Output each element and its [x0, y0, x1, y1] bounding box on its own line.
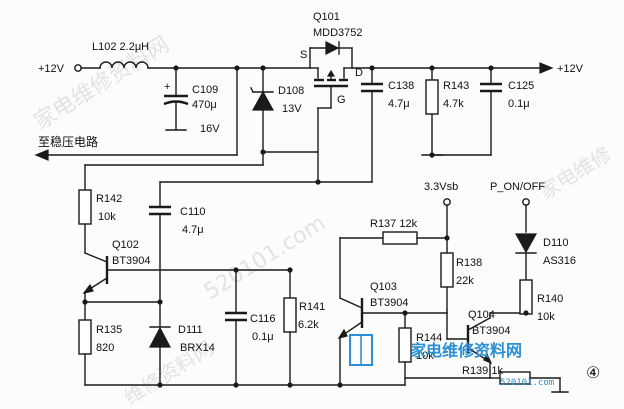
zener-diode-d108: D108 13V — [250, 67, 304, 153]
regulator-arrow-icon — [34, 149, 49, 161]
svg-text:G: G — [337, 94, 346, 106]
l102-label: L102 2.2μH — [92, 41, 149, 53]
svg-text:6.2k: 6.2k — [298, 319, 319, 331]
resistor-r142: R142 10k — [78, 164, 122, 254]
net-vout-label: +12V — [557, 63, 584, 75]
regulator-label: 至稳压电路 — [38, 134, 98, 149]
resistor-r139: R139 1k — [462, 365, 561, 385]
svg-text:C138: C138 — [388, 80, 414, 92]
svg-text:Q102: Q102 — [112, 239, 139, 251]
svg-text:R137 12k: R137 12k — [370, 218, 418, 230]
resistor-r135: R135 820 — [78, 319, 122, 386]
site-logo: 家电维修资料网 520101.com — [349, 334, 554, 388]
svg-text:22k: 22k — [456, 275, 474, 287]
svg-text:C109: C109 — [192, 84, 218, 96]
svg-text:10k: 10k — [98, 211, 116, 223]
svg-text:10k: 10k — [416, 350, 434, 362]
svg-text:3.3Vsb: 3.3Vsb — [424, 181, 458, 193]
resistor-r141: R141 6.2k — [283, 269, 325, 386]
c109-polarity: + — [164, 81, 170, 93]
svg-text:R140: R140 — [537, 293, 563, 305]
svg-text:D: D — [355, 67, 363, 79]
resistor-r137: R137 12k — [339, 218, 448, 245]
vsb-terminal: 3.3Vsb — [424, 181, 458, 239]
svg-text:D110: D110 — [543, 237, 568, 249]
svg-text:16V: 16V — [200, 123, 220, 135]
resistor-r143: R143 4.7k — [425, 67, 469, 156]
watermark-text: 家电维修 — [535, 141, 616, 204]
svg-text:R141: R141 — [299, 301, 325, 313]
transistor-q104: Q104 BT3904 — [446, 309, 511, 365]
svg-text:AS316: AS316 — [543, 255, 576, 267]
svg-text:P_ON/OFF: P_ON/OFF — [490, 181, 545, 193]
diode-d110: D110 AS316 — [514, 233, 576, 281]
svg-text:R139 1k: R139 1k — [462, 365, 503, 377]
figure-number: ④ — [586, 363, 600, 382]
capacitor-c109: + C109 470μ 16V — [163, 67, 220, 135]
pon-terminal: P_ON/OFF — [490, 181, 545, 233]
resistor-r140: R140 10k — [519, 279, 563, 323]
svg-text:D111: D111 — [178, 324, 203, 336]
diode-d111: D111 BRX14 — [149, 301, 215, 386]
transistor-q103: Q103 BT3904 — [337, 281, 409, 386]
svg-text:MDD3752: MDD3752 — [313, 27, 363, 39]
capacitor-c138: C138 4.7μ — [361, 67, 414, 183]
resistor-r138: R138 22k — [440, 237, 482, 311]
resistor-r144: R144 10k — [398, 312, 442, 386]
capacitor-c116: C116 0.1μ — [225, 269, 275, 386]
top-rail: +12V +12V L102 2.2μH — [38, 41, 584, 75]
svg-text:C110: C110 — [180, 206, 205, 218]
svg-text:Q101: Q101 — [313, 11, 340, 23]
svg-text:820: 820 — [96, 342, 114, 354]
svg-text:R143: R143 — [443, 80, 469, 92]
capacitor-c110: C110 4.7μ — [149, 181, 205, 303]
svg-text:13V: 13V — [282, 103, 302, 115]
svg-text:S: S — [300, 49, 307, 61]
watermark-url: 520101.com — [200, 211, 330, 305]
svg-text:10k: 10k — [537, 311, 555, 323]
svg-text:D108: D108 — [278, 85, 304, 97]
svg-text:C125: C125 — [508, 80, 534, 92]
svg-text:0.1μ: 0.1μ — [508, 98, 530, 110]
svg-text:470μ: 470μ — [192, 99, 217, 111]
svg-text:BT3904: BT3904 — [112, 255, 151, 267]
svg-text:BT3904: BT3904 — [370, 297, 409, 309]
svg-text:BT3904: BT3904 — [472, 325, 511, 337]
svg-text:R144: R144 — [416, 332, 442, 344]
logo-text: 家电维修资料网 — [410, 341, 522, 360]
svg-text:4.7μ: 4.7μ — [388, 98, 410, 110]
svg-text:R135: R135 — [96, 324, 122, 336]
inductor-l102 — [99, 61, 149, 69]
svg-text:C116: C116 — [250, 313, 275, 325]
svg-text:R142: R142 — [96, 193, 122, 205]
svg-text:Q103: Q103 — [370, 281, 397, 293]
capacitor-c125: C125 0.1μ — [480, 67, 534, 156]
svg-text:Q104: Q104 — [468, 309, 495, 321]
regulator-output: 至稳压电路 — [34, 134, 238, 161]
svg-text:4.7μ: 4.7μ — [182, 224, 204, 236]
svg-text:0.1μ: 0.1μ — [252, 331, 274, 343]
output-arrow-icon — [539, 62, 554, 74]
svg-text:BRX14: BRX14 — [180, 342, 215, 354]
net-vin-label: +12V — [38, 63, 65, 75]
mosfet-q101: Q101 MDD3752 S D G — [300, 11, 363, 183]
input-terminal — [74, 64, 82, 72]
logo-url: 520101.com — [500, 378, 554, 388]
svg-text:4.7k: 4.7k — [443, 98, 464, 110]
transistor-q102: Q102 BT3904 — [82, 239, 291, 294]
svg-text:R138: R138 — [456, 257, 482, 269]
